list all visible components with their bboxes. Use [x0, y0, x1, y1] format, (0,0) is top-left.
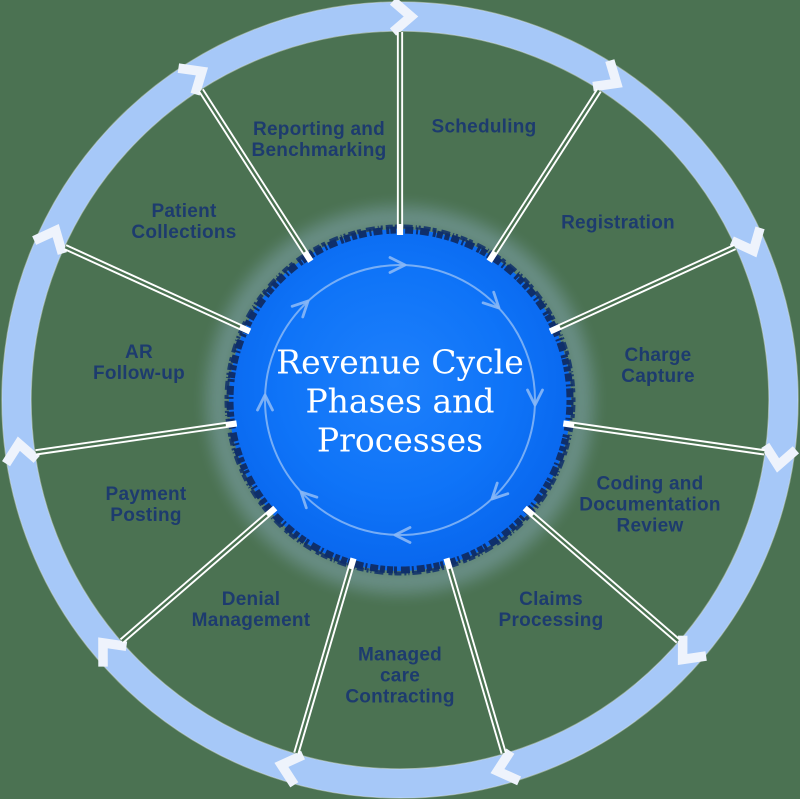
inner-cycle-arrow: [481, 290, 501, 310]
center-title-line-2: Phases and: [305, 381, 495, 421]
sector-spoke-gap: [448, 568, 505, 754]
phase-label-reporting-benchmarking: Reporting and Benchmarking: [251, 119, 387, 161]
ring-chevron: [389, 0, 419, 36]
sector-spoke-gap: [64, 246, 241, 328]
inner-cycle-arrow: [256, 393, 274, 412]
inner-cycle-arrow: [490, 481, 510, 501]
phase-label-payment-posting: Payment Posting: [105, 484, 187, 526]
sector-spoke-gap: [295, 568, 352, 754]
ring-chevron: [761, 442, 800, 473]
ring-chevron: [490, 748, 522, 786]
sector-spoke-gap: [121, 514, 268, 642]
sector-spoke-gap: [574, 423, 765, 454]
phase-label-denial-management: Denial Management: [191, 589, 311, 631]
center-circle-edge-noise: [224, 224, 576, 576]
sector-spoke-gap: [200, 89, 306, 253]
ring-chevron: [98, 637, 128, 667]
ring-chevron: [32, 224, 67, 255]
phase-label-charge-capture: Charge Capture: [621, 345, 695, 387]
phase-label-managed-care-contracting: Managed care Contracting: [345, 644, 455, 708]
phase-label-registration: Registration: [561, 212, 675, 234]
phase-label-coding-documentation-review: Coding and Documentation Review: [579, 473, 721, 537]
ring-chevron: [729, 226, 765, 258]
center-circle: [229, 229, 571, 571]
inner-cycle-arrow: [388, 256, 407, 274]
phase-label-claims-processing: Claims Processing: [498, 589, 604, 631]
inner-cycle-arrow: [299, 490, 319, 510]
inner-cycle-arrow: [290, 299, 310, 319]
inner-cycle-arrow: [526, 388, 544, 407]
ring-chevron: [274, 750, 305, 788]
inner-cycle-ring: [264, 264, 536, 536]
sector-spoke-gap: [494, 89, 600, 253]
sector-spoke-gap: [35, 423, 226, 454]
center-title-line-3: Processes: [316, 420, 484, 460]
phase-label-patient-collections: Patient Collections: [131, 201, 237, 243]
sector-spoke-gaps: [35, 32, 765, 754]
ring-chevron: [592, 59, 623, 92]
phase-label-scheduling: Scheduling: [431, 116, 537, 138]
center-title: Revenue Cycle Phases and Processes: [220, 343, 580, 460]
sector-spoke-gap: [559, 246, 736, 328]
sector-spoke-gap: [532, 514, 679, 642]
ring-chevron: [2, 436, 40, 467]
inner-cycle-arrow: [393, 526, 412, 544]
phase-label-ar-follow-up: AR Follow-up: [93, 342, 185, 384]
inner-cycle-arrows: [256, 256, 544, 544]
center-title-line-1: Revenue Cycle: [276, 342, 524, 382]
ring-chevron: [177, 63, 209, 96]
ring-chevron: [677, 635, 707, 665]
